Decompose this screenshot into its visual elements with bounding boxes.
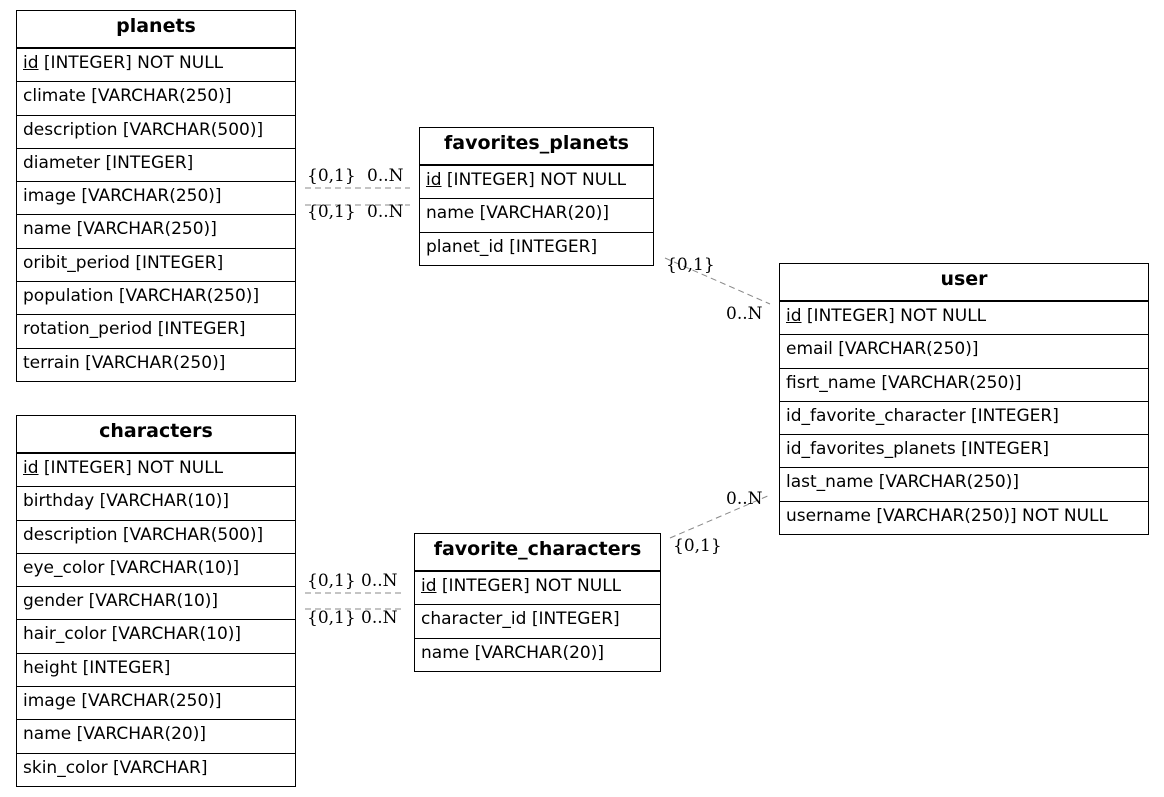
attribute-row-pk: id [INTEGER] NOT NULL xyxy=(780,301,1148,334)
attribute-row: hair_color [VARCHAR(10)] xyxy=(17,619,295,652)
primary-key-type: [INTEGER] NOT NULL xyxy=(801,306,987,326)
entity-title: characters xyxy=(17,416,295,453)
cardinality-label: {0,1} xyxy=(307,571,356,591)
cardinality-label: {0,1} xyxy=(666,255,715,275)
primary-key-type: [INTEGER] NOT NULL xyxy=(38,458,224,478)
attribute-row-pk: id [INTEGER] NOT NULL xyxy=(17,453,295,486)
primary-key-type: [INTEGER] NOT NULL xyxy=(38,53,224,73)
attribute-row: image [VARCHAR(250)] xyxy=(17,181,295,214)
cardinality-label: 0..N xyxy=(367,202,404,222)
attribute-row: gender [VARCHAR(10)] xyxy=(17,586,295,619)
attribute-row: planet_id [INTEGER] xyxy=(420,231,653,265)
attribute-row: skin_color [VARCHAR] xyxy=(17,752,295,786)
primary-key-type: [INTEGER] NOT NULL xyxy=(441,170,627,190)
attribute-row: username [VARCHAR(250)] NOT NULL xyxy=(780,500,1148,534)
attribute-row: description [VARCHAR(500)] xyxy=(17,519,295,553)
entity-favorites-planets: favorites_planets id [INTEGER] NOT NULL … xyxy=(419,127,654,266)
entity-title: user xyxy=(780,264,1148,301)
entity-favorite-characters: favorite_characters id [INTEGER] NOT NUL… xyxy=(414,533,661,672)
entity-planets: planets id [INTEGER] NOT NULL climate [V… xyxy=(16,10,296,382)
cardinality-label: {0,1} xyxy=(673,536,722,556)
attribute-row: diameter [INTEGER] xyxy=(17,147,295,181)
attribute-row: height [INTEGER] xyxy=(17,652,295,686)
attribute-row-pk: id [INTEGER] NOT NULL xyxy=(415,571,660,604)
attribute-row: climate [VARCHAR(250)] xyxy=(17,81,295,114)
attribute-row: name [VARCHAR(20)] xyxy=(420,198,653,231)
primary-key-name: id xyxy=(23,53,39,73)
attribute-row-pk: id [INTEGER] NOT NULL xyxy=(420,165,653,198)
attribute-row: population [VARCHAR(250)] xyxy=(17,281,295,314)
cardinality-label: 0..N xyxy=(726,304,763,324)
attribute-row: image [VARCHAR(250)] xyxy=(17,686,295,719)
cardinality-label: 0..N xyxy=(726,489,763,509)
attribute-row: rotation_period [INTEGER] xyxy=(17,314,295,347)
cardinality-label: {0,1} xyxy=(307,202,356,222)
entity-title: favorite_characters xyxy=(415,534,660,571)
attribute-row: id_favorite_character [INTEGER] xyxy=(780,400,1148,434)
entity-user: user id [INTEGER] NOT NULL email [VARCHA… xyxy=(779,263,1149,536)
primary-key-name: id xyxy=(426,170,442,190)
primary-key-name: id xyxy=(23,458,39,478)
attribute-row: email [VARCHAR(250)] xyxy=(780,334,1148,367)
attribute-row: name [VARCHAR(250)] xyxy=(17,214,295,247)
cardinality-label: {0,1} xyxy=(307,166,356,186)
cardinality-label: 0..N xyxy=(367,166,404,186)
primary-key-name: id xyxy=(421,576,437,596)
attribute-row-pk: id [INTEGER] NOT NULL xyxy=(17,48,295,81)
entity-characters: characters id [INTEGER] NOT NULL birthda… xyxy=(16,415,296,787)
attribute-row: name [VARCHAR(20)] xyxy=(17,719,295,752)
cardinality-label: 0..N xyxy=(361,608,398,628)
attribute-row: description [VARCHAR(500)] xyxy=(17,114,295,148)
attribute-row: last_name [VARCHAR(250)] xyxy=(780,467,1148,500)
primary-key-type: [INTEGER] NOT NULL xyxy=(436,576,622,596)
attribute-row: fisrt_name [VARCHAR(250)] xyxy=(780,367,1148,401)
relation-line-favplanets-user xyxy=(664,257,771,305)
primary-key-name: id xyxy=(786,306,802,326)
relation-line-favcharacters-user xyxy=(669,494,771,539)
cardinality-label: 0..N xyxy=(361,571,398,591)
attribute-row: id_favorites_planets [INTEGER] xyxy=(780,434,1148,467)
entity-title: planets xyxy=(17,11,295,48)
attribute-row: name [VARCHAR(20)] xyxy=(415,637,660,671)
cardinality-label: {0,1} xyxy=(307,608,356,628)
attribute-row: eye_color [VARCHAR(10)] xyxy=(17,552,295,586)
entity-title: favorites_planets xyxy=(420,128,653,165)
attribute-row: terrain [VARCHAR(250)] xyxy=(17,347,295,381)
attribute-row: birthday [VARCHAR(10)] xyxy=(17,486,295,519)
attribute-row: oribit_period [INTEGER] xyxy=(17,247,295,281)
attribute-row: character_id [INTEGER] xyxy=(415,604,660,637)
